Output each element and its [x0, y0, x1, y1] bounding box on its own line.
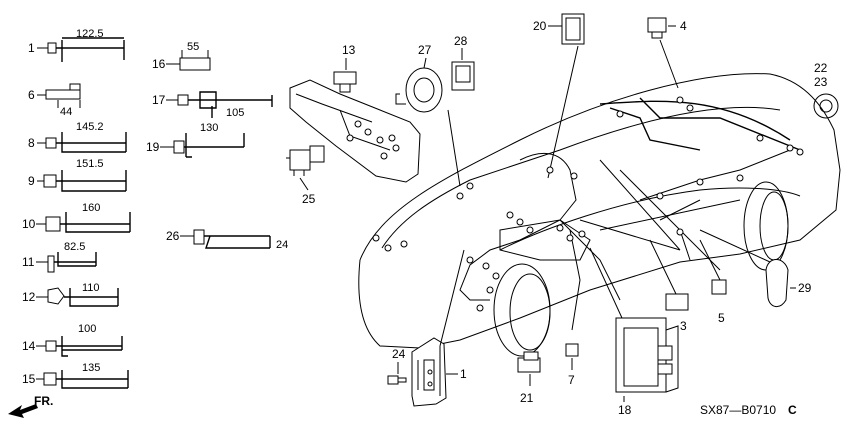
callout-24-bolt: 24 [392, 347, 406, 361]
callout-22: 22 [814, 61, 828, 75]
diagram-code-suffix: C [788, 403, 797, 417]
dim-145-2: 145.2 [76, 121, 104, 133]
callout-14: 14 [22, 339, 36, 353]
dim-135: 135 [82, 362, 100, 374]
part-18-control-unit: 18 [589, 247, 679, 417]
part-5-clip: 5 [699, 239, 727, 325]
part-27-grommet: 27 [395, 43, 443, 113]
callout-17: 17 [152, 93, 166, 107]
dim-160: 160 [82, 202, 100, 214]
part-9-clip: 9 151.5 [28, 158, 127, 192]
part-8-clip: 8 145.2 [28, 121, 127, 153]
dim-100: 100 [78, 323, 96, 335]
callout-4: 4 [680, 19, 687, 33]
dim-44: 44 [60, 106, 72, 118]
part-12-clip: 12 110 [22, 282, 119, 307]
part-20-grommet: 20 [533, 13, 585, 179]
part-26-clip: 26 24 [166, 229, 288, 251]
part-13-clip: 13 [333, 43, 357, 93]
dim-105: 105 [226, 107, 244, 119]
callout-21: 21 [520, 391, 534, 405]
part-11-clip: 11 82.5 [22, 241, 97, 273]
dim-55: 55 [187, 41, 199, 53]
callout-18: 18 [618, 403, 632, 417]
callout-8: 8 [28, 136, 35, 150]
callout-25: 25 [302, 192, 316, 206]
part-3-module: 3 [649, 239, 689, 333]
dim-82-5: 82.5 [64, 241, 85, 253]
part-28-grommet: 28 [451, 34, 475, 91]
callout-23: 23 [814, 75, 828, 89]
part-19-clip: 19 130 [146, 122, 245, 158]
callout-13: 13 [342, 43, 356, 57]
part-1-bracket: 1 [411, 249, 467, 407]
dim-122-5: 122.5 [76, 28, 104, 40]
main-harness [372, 96, 804, 331]
dim-130: 130 [200, 122, 218, 134]
part-29-cover: 29 [699, 229, 812, 307]
callout-2: 1 [28, 41, 35, 55]
callout-20: 20 [533, 19, 547, 33]
callout-6: 6 [28, 88, 35, 102]
callout-15: 15 [22, 372, 36, 386]
callout-7: 7 [568, 373, 575, 387]
callout-27: 27 [418, 43, 432, 57]
part-17-clip: 17 105 [152, 91, 273, 119]
part-16-clip: 16 55 [152, 41, 211, 71]
part-22-23-grommet: 22 23 [813, 61, 839, 119]
part-21-connector: 21 [517, 351, 541, 405]
callout-9: 9 [28, 174, 35, 188]
part-25-connector: 25 [286, 145, 325, 206]
part-15-clip: 15 135 [22, 362, 129, 389]
part-7-clip: 7 [565, 343, 579, 387]
callout-28: 28 [454, 34, 468, 48]
callout-3: 3 [680, 319, 687, 333]
dim-110: 110 [82, 282, 100, 294]
dashboard-harness [289, 79, 421, 183]
callout-10: 10 [22, 217, 36, 231]
callout-5: 5 [718, 311, 725, 325]
callout-12: 12 [22, 290, 36, 304]
car-body-outline [358, 73, 841, 357]
part-14-clip: 14 100 [22, 323, 123, 357]
callout-19: 19 [146, 140, 160, 154]
callout-11: 11 [22, 255, 35, 269]
callout-1: 1 [460, 367, 467, 381]
diagram-code-text: SX87—B0710 [700, 403, 776, 417]
callout-16: 16 [152, 57, 166, 71]
part-4-clip: 4 [647, 17, 687, 89]
front-direction-arrow: FR. [8, 394, 53, 418]
dim-24: 24 [276, 239, 288, 251]
direction-label: FR. [34, 394, 53, 408]
callout-29: 29 [798, 281, 812, 295]
part-6-clip: 6 44 [28, 83, 81, 118]
callout-26: 26 [166, 229, 180, 243]
part-10-clip: 10 160 [22, 202, 131, 233]
dim-151-5: 151.5 [76, 158, 104, 170]
diagram-code: SX87—B0710 C [700, 403, 797, 417]
part-2-clip: 1 122.5 [28, 28, 125, 62]
part-24-bolt: 24 [387, 347, 407, 385]
